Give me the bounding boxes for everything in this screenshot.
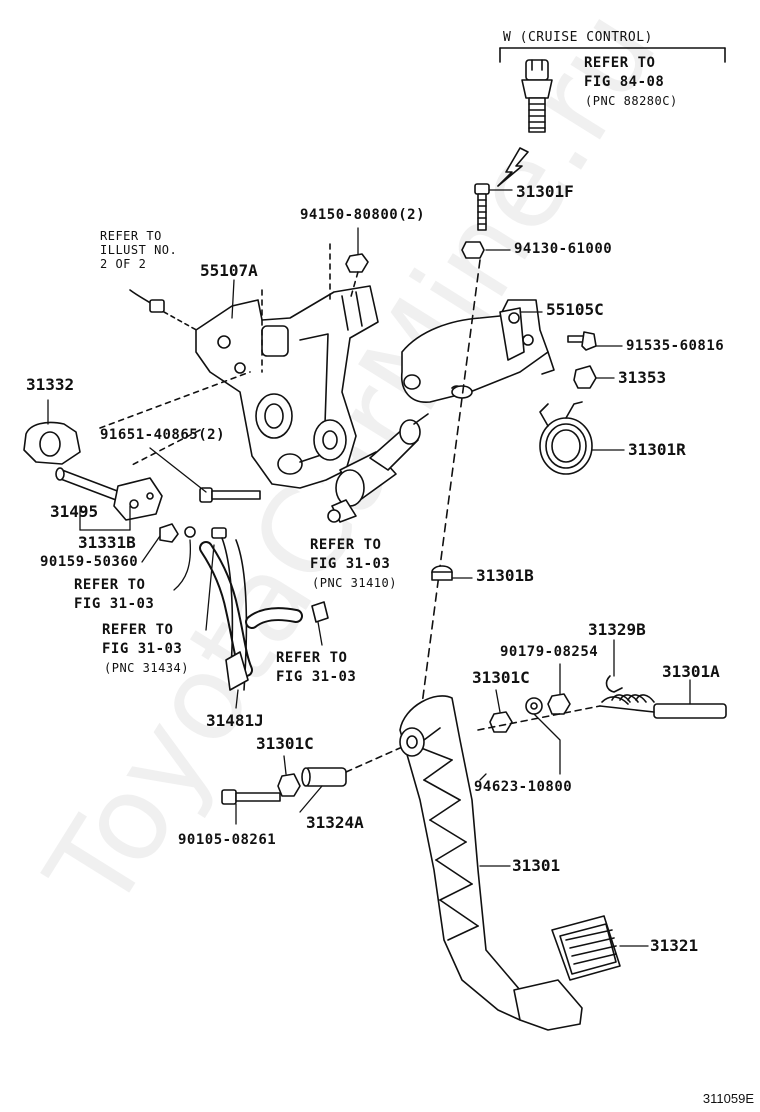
part-31301b-label: 31301B bbox=[476, 566, 534, 585]
cruise-control-bracket bbox=[499, 47, 726, 63]
bolt-91535-60816 bbox=[567, 331, 597, 351]
part-31301c-upper-label: 31301C bbox=[472, 668, 530, 687]
part-31301a-label: 31301A bbox=[662, 662, 720, 681]
refer-fig-31-03-c-line1: REFER TO bbox=[102, 622, 174, 638]
part-31301f-label: 31301F bbox=[516, 182, 574, 201]
part-31324a-label: 31324A bbox=[306, 813, 364, 832]
part-31495-label: 31495 bbox=[50, 502, 99, 521]
part-94623-10800-label: 94623-10800 bbox=[474, 779, 573, 795]
refer-fig-31-03-b-line2: FIG 31-03 bbox=[310, 556, 391, 572]
harness-connector bbox=[129, 289, 201, 333]
part-31301-label: 31301 bbox=[512, 856, 561, 875]
bushing-31332 bbox=[23, 421, 81, 465]
sleeve-31324a bbox=[301, 767, 347, 787]
bolt-91651-40865 bbox=[199, 487, 261, 503]
bushing-31301c-lower bbox=[277, 773, 301, 797]
hose-31481j bbox=[199, 537, 303, 691]
refer-fig-84-08-line2: FIG 84-08 bbox=[584, 74, 665, 90]
refer-fig-31-03-c-line2: FIG 31-03 bbox=[102, 641, 183, 657]
part-90179-08254-label: 90179-08254 bbox=[500, 644, 599, 660]
plate-31331b bbox=[113, 477, 163, 521]
washer-hole bbox=[530, 702, 538, 710]
part-31331b-label: 31331B bbox=[78, 533, 136, 552]
refer-fig-31-03-a-line2: FIG 31-03 bbox=[74, 596, 155, 612]
part-31301c-lower-label: 31301C bbox=[256, 734, 314, 753]
leader-dashed bbox=[99, 371, 251, 429]
refer-fig-31-03-c-pnc: (PNC 31434) bbox=[104, 661, 189, 675]
refer-fig-31-03-a-line1: REFER TO bbox=[74, 577, 146, 593]
refer-fig-31-03-b-line1: REFER TO bbox=[310, 537, 382, 553]
spring-31301r bbox=[539, 401, 593, 475]
part-91535-60816-label: 91535-60816 bbox=[626, 338, 725, 354]
nut-31301c-upper bbox=[489, 711, 513, 733]
hose-clamp bbox=[211, 527, 227, 539]
spring-rod-31301a bbox=[599, 694, 727, 719]
leader-dashed bbox=[349, 271, 359, 301]
cruise-control-header: W (CRUISE CONTROL) bbox=[503, 30, 653, 45]
bracket-55107a bbox=[195, 285, 379, 489]
clutch-master-cylinder bbox=[327, 413, 429, 523]
bolt-31301f bbox=[474, 183, 490, 231]
part-31301r-label: 31301R bbox=[628, 440, 686, 459]
part-55107a-label: 55107A bbox=[200, 261, 258, 280]
pivot-centerline bbox=[419, 259, 481, 721]
install-arrow bbox=[497, 147, 529, 187]
nut-90179-08254 bbox=[547, 693, 571, 715]
refer-illust-line1: REFER TO bbox=[100, 229, 162, 243]
pedal-pad-base bbox=[513, 979, 583, 1031]
part-31329b-label: 31329B bbox=[588, 620, 646, 639]
pin-31495 bbox=[55, 467, 121, 501]
grommet bbox=[184, 526, 196, 538]
clip-31353 bbox=[573, 365, 597, 389]
clip-90159-50360 bbox=[159, 523, 179, 543]
part-94150-80800-label: 94150-80800(2) bbox=[300, 207, 426, 223]
bolt-90105-08261 bbox=[221, 789, 281, 805]
part-55105c-label: 55105C bbox=[546, 300, 604, 319]
refer-illust-line2: ILLUST NO. bbox=[100, 243, 178, 257]
part-31332-label: 31332 bbox=[26, 375, 75, 394]
leader-dashed bbox=[345, 747, 401, 773]
part-90105-08261-label: 90105-08261 bbox=[178, 832, 277, 848]
clutch-pedal-31301 bbox=[399, 695, 545, 1021]
leader-dashed bbox=[477, 705, 601, 731]
part-90159-50360-label: 90159-50360 bbox=[40, 554, 139, 570]
pedal-pad-31321 bbox=[551, 915, 621, 981]
refer-fig-31-03-d-line1: REFER TO bbox=[276, 650, 348, 666]
part-31321-label: 31321 bbox=[650, 936, 699, 955]
leader-dashed bbox=[129, 429, 201, 467]
pedal-support-55105c bbox=[401, 299, 555, 403]
cruise-control-switch bbox=[521, 59, 553, 133]
part-31353-label: 31353 bbox=[618, 368, 667, 387]
refer-fig-31-03-b-pnc: (PNC 31410) bbox=[312, 576, 397, 590]
nut-94130-61000 bbox=[461, 241, 485, 259]
figure-code: 311059E bbox=[702, 1091, 754, 1106]
part-31481j-label: 31481J bbox=[206, 711, 264, 730]
clamp-fig-31-03 bbox=[311, 601, 329, 623]
nut-94150-80800 bbox=[345, 253, 369, 273]
washer-94623 bbox=[525, 697, 543, 715]
clip-31329b bbox=[605, 675, 623, 693]
leader-lines bbox=[47, 189, 691, 947]
refer-illust-line3: 2 OF 2 bbox=[100, 257, 147, 271]
bushing-31301b bbox=[431, 565, 453, 581]
part-91651-40865-label: 91651-40865(2) bbox=[100, 427, 226, 443]
refer-fig-31-03-d-line2: FIG 31-03 bbox=[276, 669, 357, 685]
part-94130-61000-label: 94130-61000 bbox=[514, 241, 613, 257]
refer-fig-84-08-pnc: (PNC 88280C) bbox=[585, 94, 678, 108]
refer-fig-84-08-line1: REFER TO bbox=[584, 55, 656, 71]
